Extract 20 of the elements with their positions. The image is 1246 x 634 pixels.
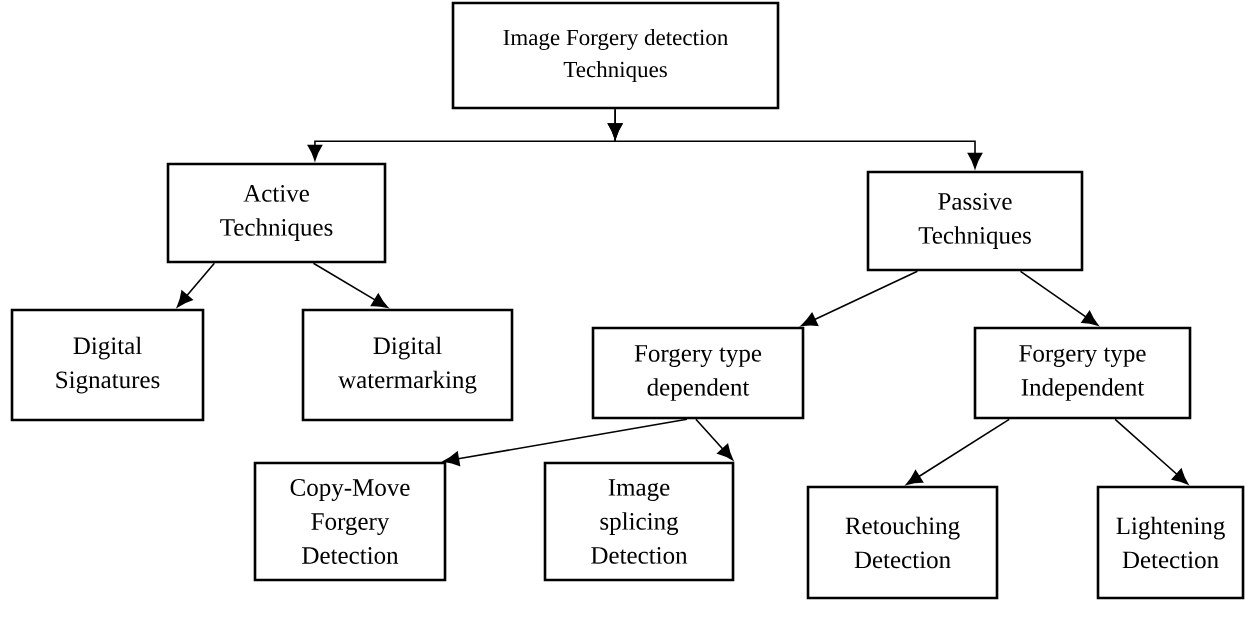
technique-box: Image splicing Detection (543, 461, 735, 582)
arrow (443, 418, 688, 466)
technique-box: Retouching Detection (806, 485, 999, 600)
technique-box: Forgery type dependent (591, 326, 805, 420)
arrow (800, 270, 919, 327)
arrow (607, 108, 983, 169)
technique-box: Forgery type Independent (973, 326, 1192, 420)
arrow (906, 418, 1010, 485)
technique-box: Copy-Move Forgery Detection (253, 461, 447, 582)
arrow (312, 262, 389, 309)
technique-box: Active Techniques (166, 162, 387, 264)
technique-box: Passive Techniques (866, 170, 1084, 272)
root-box: Image Forgery detection Techniques (451, 1, 780, 110)
technique-box: Lightening Detection (1096, 485, 1245, 600)
arrow (1114, 418, 1189, 485)
arrow (695, 418, 734, 461)
technique-box: Digital watermarking (301, 308, 514, 422)
technique-box: Digital Signatures (10, 308, 205, 422)
arrow (1019, 270, 1099, 326)
arrow (176, 262, 216, 308)
